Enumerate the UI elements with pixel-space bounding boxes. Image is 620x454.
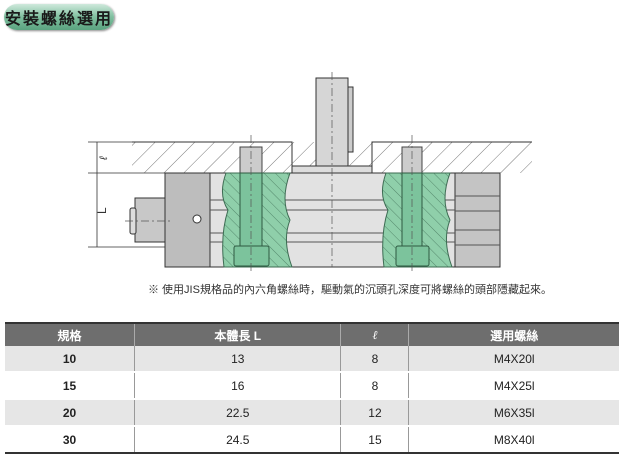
cell: M4X25l <box>408 372 619 400</box>
col-header: 本體長 L <box>133 322 341 346</box>
cell: 8 <box>340 346 409 373</box>
cell: M6X35l <box>408 399 619 427</box>
cell: 13 <box>133 346 341 373</box>
col-header: 規格 <box>5 322 135 346</box>
cell: 8 <box>340 372 409 400</box>
cutout-right <box>382 146 453 268</box>
dim-L-label: L <box>95 207 109 214</box>
cell: 10 <box>5 346 135 373</box>
mounting-diagram: ℓ L <box>88 72 532 272</box>
dimension-lines <box>88 141 165 248</box>
cutout-left <box>222 146 293 268</box>
dim-l-label: ℓ <box>98 156 110 161</box>
cell: 15 <box>340 426 409 454</box>
side-shaft-stub <box>134 197 166 243</box>
cell: 22.5 <box>133 399 341 427</box>
table-header: 規格 本體長 L ℓ 選用螺絲 <box>5 322 619 346</box>
cell: 24.5 <box>133 426 341 454</box>
col-header: 選用螺絲 <box>408 322 619 346</box>
cell: 20 <box>5 399 135 427</box>
cell: 16 <box>133 372 341 400</box>
section-title: 安裝螺絲選用 <box>4 4 114 30</box>
cell: 15 <box>5 372 135 400</box>
note-text: ※ 使用JIS規格品的內六角螺絲時，驅動氣的沉頭孔深度可將螺絲的頭部隱藏起來。 <box>148 284 552 296</box>
cell: 30 <box>5 426 135 454</box>
cell: M8X40l <box>408 426 619 454</box>
col-header: ℓ <box>340 322 409 346</box>
cell: M4X20l <box>408 346 619 373</box>
cell: 12 <box>340 399 409 427</box>
